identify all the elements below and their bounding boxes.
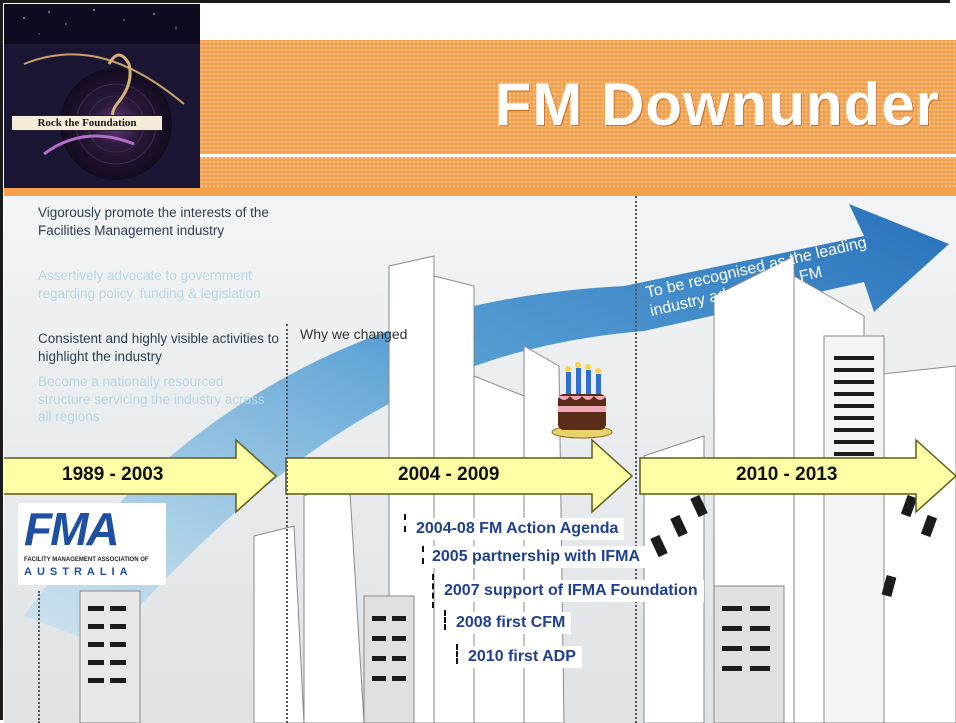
banner-line <box>200 154 956 157</box>
goal-4: Become a nationally resourced structure … <box>38 374 265 424</box>
divider-2010 <box>635 196 637 723</box>
logo-ribbon: Rock the Foundation <box>12 115 162 131</box>
era-arrows <box>4 438 956 514</box>
dark-buildings <box>79 335 885 723</box>
divider-1989 <box>38 591 40 723</box>
era-label-1: 1989 - 2003 <box>62 464 164 485</box>
divider-2004 <box>286 324 288 723</box>
milestone-marker-5 <box>456 644 458 664</box>
logo-text: Rock the Foundation <box>37 117 137 129</box>
building-windows <box>88 356 938 683</box>
rock-the-foundation-logo: Rock the Foundation <box>4 4 200 189</box>
milestone-4: 2008 first CFM <box>450 612 572 634</box>
goal-1: Vigorously promote the interests of the … <box>38 205 269 238</box>
goal-2: Assertively advocate to government regar… <box>38 268 261 301</box>
fma-subtitle: FACILITY MANAGEMENT ASSOCIATION OF <box>24 557 149 563</box>
era-arrow-2 <box>285 438 634 514</box>
milestone-marker-2 <box>422 546 424 564</box>
title-banner <box>200 40 956 188</box>
milestone-3: 2007 support of IFMA Foundation <box>438 580 704 602</box>
fma-country: AUSTRALIA <box>24 566 133 578</box>
birthday-cake-icon <box>551 362 613 439</box>
milestone-1: 2004-08 FM Action Agenda <box>410 518 625 540</box>
timeline-content: Vigorously promote the interests of the … <box>4 196 956 723</box>
goal-3: Consistent and highly visible activities… <box>38 331 279 364</box>
milestone-2: 2005 partnership with IFMA <box>426 546 647 568</box>
page-title: FM Downunder <box>494 71 940 138</box>
milestone-marker-4 <box>444 610 446 630</box>
milestone-marker-3 <box>432 574 434 608</box>
why-we-changed: Why we changed <box>300 326 408 342</box>
fma-mark: FMA <box>24 503 120 555</box>
era-label-2: 2004 - 2009 <box>398 464 500 485</box>
era-arrow-3 <box>639 438 956 514</box>
milestone-5: 2010 first ADP <box>462 646 582 668</box>
milestone-marker-1 <box>404 514 406 532</box>
era-label-3: 2010 - 2013 <box>736 464 838 485</box>
starfield <box>4 4 200 44</box>
banner-strip <box>4 188 956 196</box>
fma-logo: FMA FACILITY MANAGEMENT ASSOCIATION OF A… <box>18 503 166 585</box>
era-arrow-1 <box>4 438 278 514</box>
